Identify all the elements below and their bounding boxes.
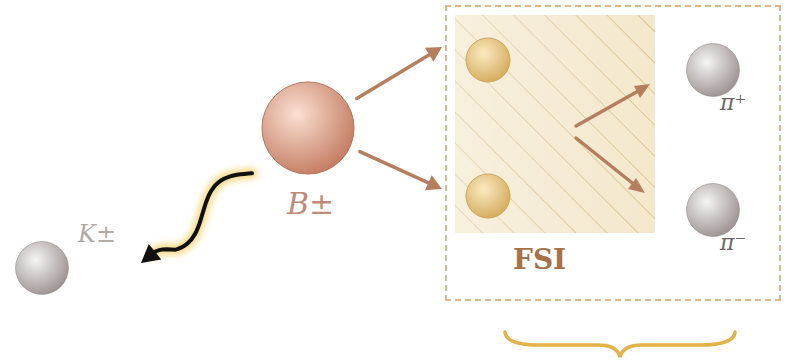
curly-brace	[505, 332, 735, 357]
circle-shape	[686, 43, 740, 97]
decay-arrow	[357, 52, 434, 98]
wavy-connector	[153, 173, 252, 253]
particle-label: π⁻	[720, 231, 746, 255]
particle-label: π⁺	[720, 91, 746, 115]
b-meson-circle: B±	[261, 81, 355, 175]
intermediate-meson	[466, 38, 510, 82]
fsi-box: FSI π⁺ π⁻	[445, 5, 781, 301]
arrowheads	[628, 84, 650, 193]
pion-circle: π⁺	[686, 43, 740, 97]
box-title: FSI	[513, 245, 566, 276]
circle-shape	[686, 183, 740, 237]
circle-shape	[15, 241, 69, 295]
circle-shape	[261, 81, 355, 175]
pion-circle: π⁻	[686, 183, 740, 237]
arrowhead	[141, 244, 161, 263]
photon-glow	[153, 173, 252, 253]
intermediate-meson	[466, 174, 510, 218]
arrowhead	[425, 47, 442, 62]
rescattering-arrows	[576, 90, 640, 186]
particle-label: B±	[287, 187, 334, 220]
arrowhead	[425, 175, 442, 190]
particle-label: K±	[78, 221, 116, 247]
decay-arrow	[360, 152, 433, 185]
interaction-glow	[455, 15, 655, 233]
kaon-circle: K±	[15, 241, 69, 295]
interaction-region	[455, 15, 655, 233]
